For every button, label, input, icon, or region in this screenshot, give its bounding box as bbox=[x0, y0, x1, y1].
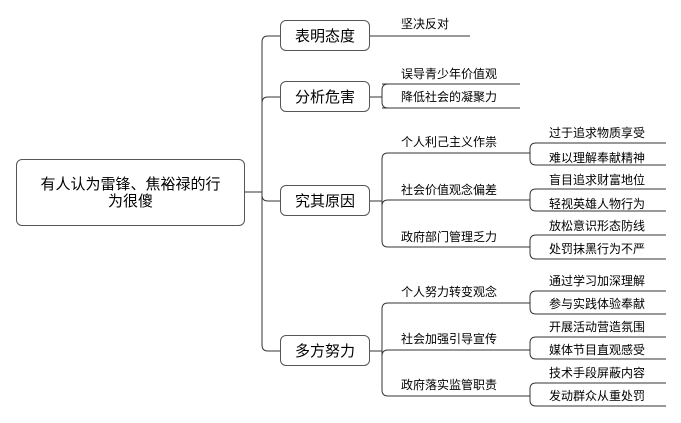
effort-leaf-1a: 通过学习加深理解 bbox=[549, 274, 646, 288]
root-topic: 有人认为雷锋、焦裕禄的行为很傻 bbox=[16, 159, 245, 226]
branch-harm: 分析危害 bbox=[280, 81, 370, 112]
cause-leaf-2b: 轻视英雄人物行为 bbox=[549, 197, 646, 211]
branch-cause: 究其原因 bbox=[280, 185, 370, 216]
root-link-0 bbox=[261, 35, 280, 192]
effort-link-2 bbox=[381, 351, 520, 397]
cause-leaf-3b: 处罚抹黑行为不严 bbox=[549, 242, 646, 256]
leaf1-link-1 bbox=[529, 200, 666, 212]
leaf5-link-0 bbox=[529, 382, 666, 396]
cause-leaf-1a: 过于追求物质享受 bbox=[549, 126, 646, 140]
branch-stance: 表明态度 bbox=[280, 20, 370, 51]
leaf4-link-1 bbox=[529, 350, 666, 360]
cause-leaf-3a: 放松意识形态防线 bbox=[549, 219, 646, 233]
cause-leaf-1b: 难以理解奉献精神 bbox=[549, 151, 646, 165]
effort-leaf-2a: 开展活动营造氛围 bbox=[549, 320, 646, 334]
branch-effort: 多方努力 bbox=[280, 335, 370, 366]
root-link-3 bbox=[261, 192, 280, 352]
cause-link-0 bbox=[381, 152, 520, 201]
leaf2-link-1 bbox=[529, 247, 666, 260]
effort-label-2: 社会加强引导宣传 bbox=[401, 332, 498, 346]
effort-leaf-1b: 参与实践体验奉献 bbox=[549, 297, 646, 311]
leaf5-link-1 bbox=[529, 396, 666, 407]
harm-label-2: 降低社会的凝聚力 bbox=[401, 90, 498, 104]
leaf0-link-0 bbox=[529, 142, 666, 153]
cause-label-3: 政府部门管理乏力 bbox=[401, 230, 498, 244]
effort-label-3: 政府落实监管职责 bbox=[401, 378, 498, 392]
cause-link-1 bbox=[381, 199, 520, 207]
root-link-2 bbox=[261, 192, 280, 202]
leaf0-link-1 bbox=[529, 153, 666, 166]
leaf1-link-0 bbox=[529, 188, 666, 200]
leaf4-link-0 bbox=[529, 336, 666, 350]
effort-leaf-3a: 技术手段屏蔽内容 bbox=[549, 366, 646, 380]
effort-link-0 bbox=[381, 302, 520, 351]
cause-leaf-2a: 盲目追求财富地位 bbox=[549, 173, 646, 187]
effort-leaf-2b: 媒体节目直观感受 bbox=[549, 343, 646, 357]
effort-label-1: 个人努力转变观念 bbox=[401, 285, 498, 299]
leaf2-link-0 bbox=[529, 234, 666, 247]
harm-label-1: 误导青少年价值观 bbox=[401, 67, 498, 81]
leaf3-link-0 bbox=[529, 290, 666, 303]
root-link-1 bbox=[261, 96, 280, 192]
effort-leaf-3b: 发动群众从重处罚 bbox=[549, 389, 646, 403]
stance-label: 坚决反对 bbox=[401, 17, 450, 31]
cause-link-2 bbox=[381, 201, 520, 248]
leaf3-link-1 bbox=[529, 303, 666, 315]
cause-label-2: 社会价值观念偏差 bbox=[401, 183, 498, 197]
effort-link-1 bbox=[381, 349, 520, 357]
cause-label-1: 个人利己主义作祟 bbox=[401, 135, 498, 149]
